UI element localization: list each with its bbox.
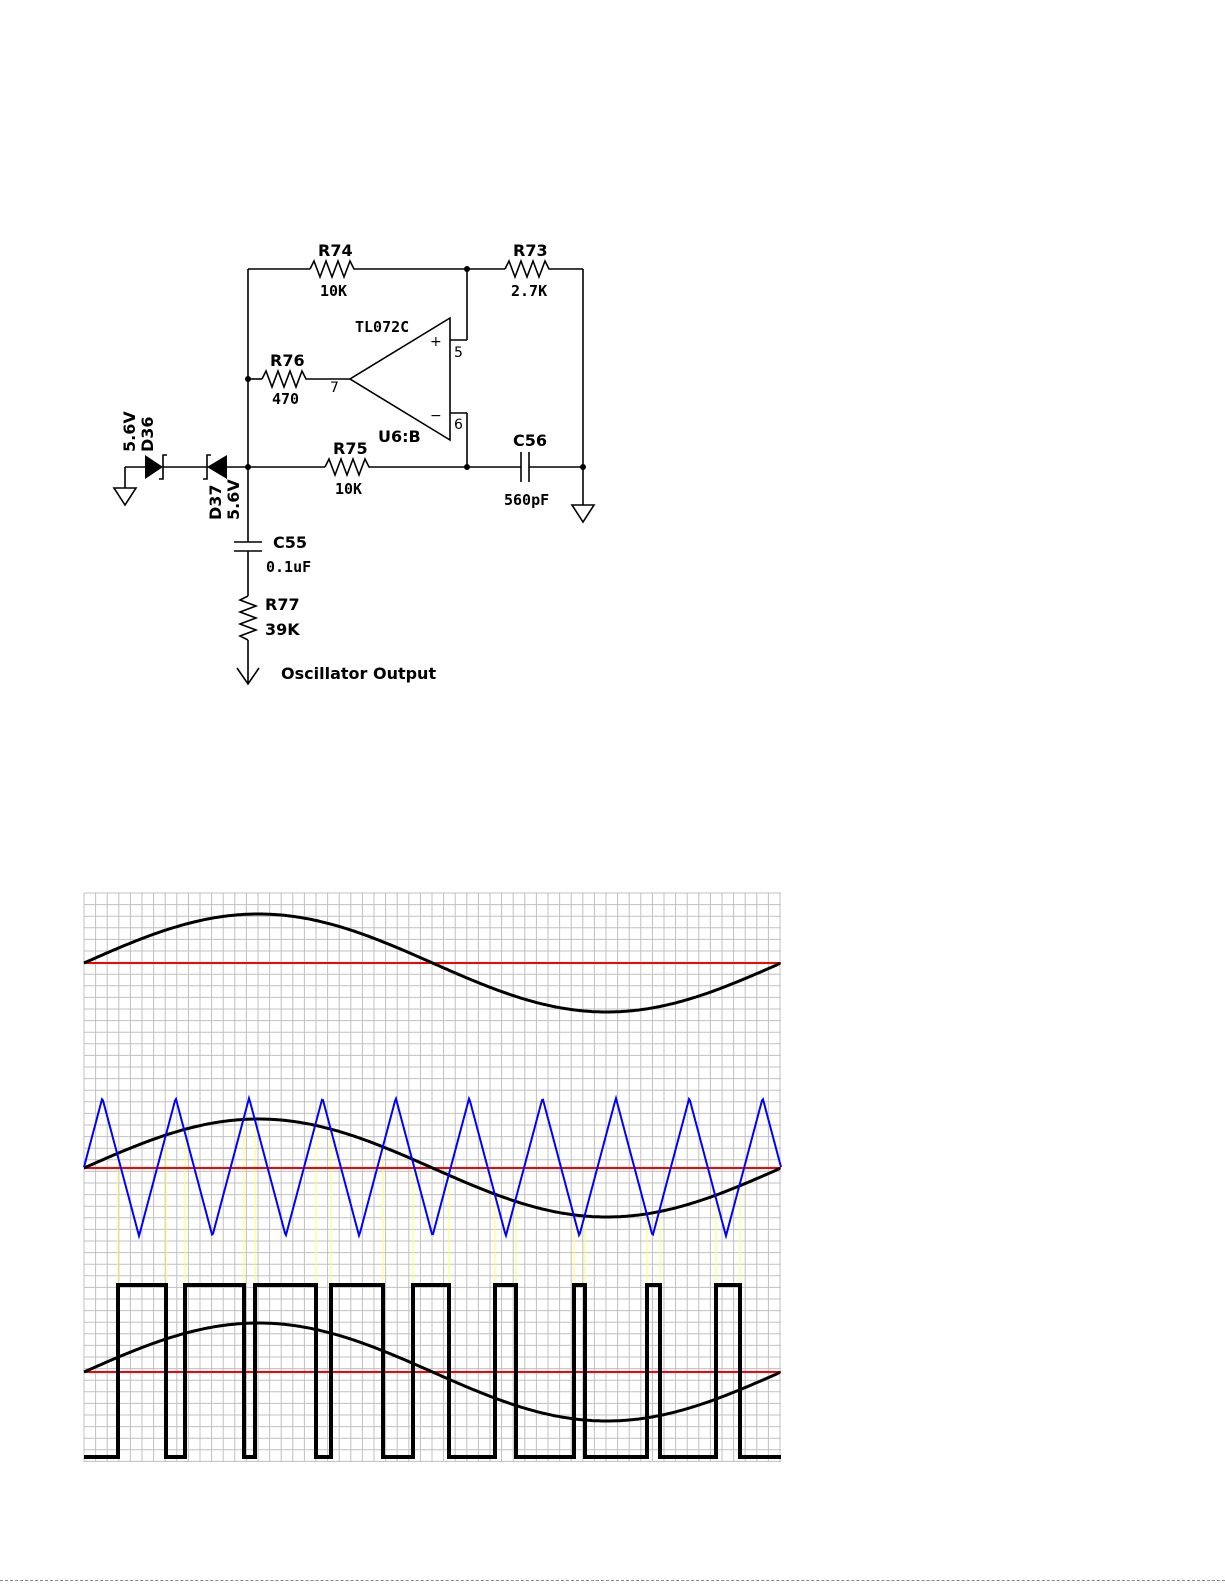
page-footer-divider (0, 1580, 1225, 1581)
waveform-grid (84, 893, 781, 1462)
